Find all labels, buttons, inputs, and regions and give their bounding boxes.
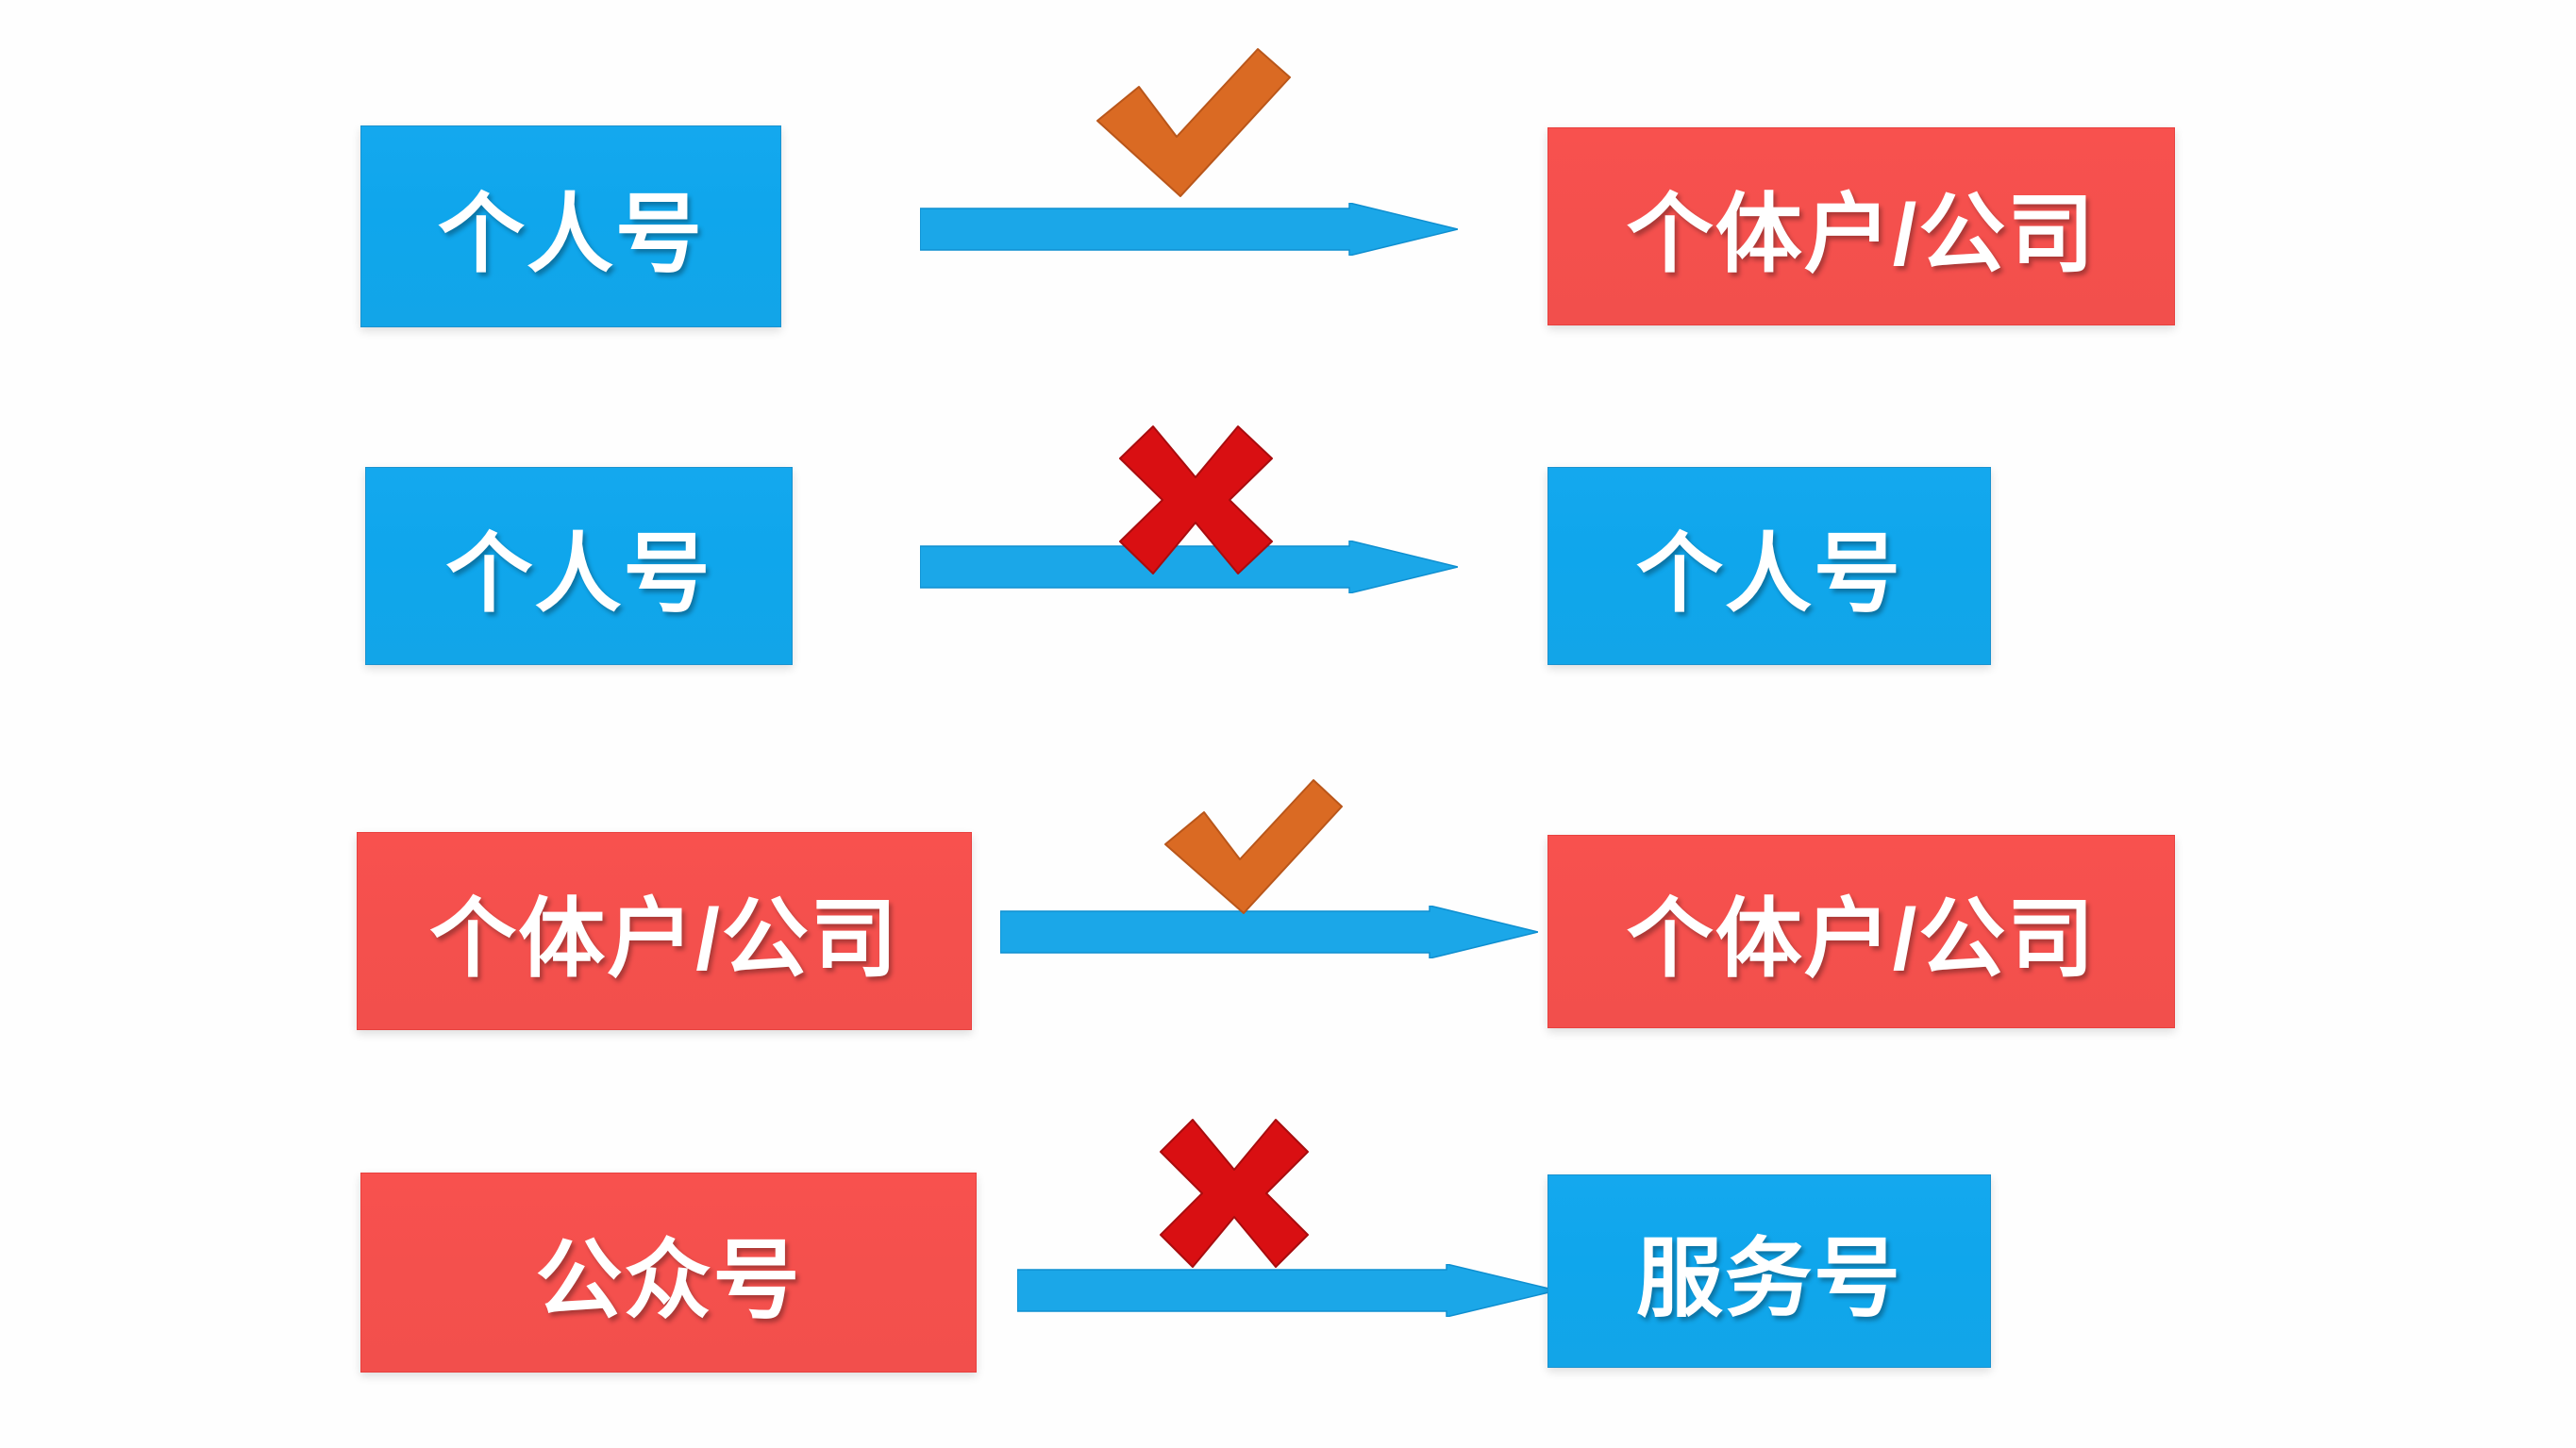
row-4-source-box[interactable]: 公众号 — [360, 1173, 977, 1373]
right-arrow-icon — [999, 905, 1539, 959]
row-3-target-label: 个体户/公司 — [1626, 891, 2097, 988]
row-4-arrow — [1016, 1263, 1558, 1318]
check-mark-icon — [1096, 48, 1291, 197]
right-arrow-icon — [919, 202, 1459, 257]
row-2-cross-mark — [1118, 424, 1274, 575]
row-2-target-box[interactable]: 个人号 — [1547, 467, 1991, 665]
row-3-arrow — [999, 905, 1539, 959]
row-1-source-label: 个人号 — [437, 186, 704, 283]
check-mark-icon — [1164, 779, 1343, 914]
row-3-check-mark — [1161, 778, 1345, 915]
row-2-source-label: 个人号 — [445, 525, 712, 623]
row-4-cross-mark — [1159, 1118, 1310, 1269]
cross-mark-icon — [1160, 1119, 1309, 1268]
right-arrow-icon — [919, 540, 1459, 594]
row-1-check-mark — [1090, 47, 1293, 198]
row-2-target-label: 个人号 — [1635, 525, 1902, 623]
row-3-source-box[interactable]: 个体户/公司 — [357, 832, 972, 1030]
cross-mark-icon — [1119, 425, 1273, 574]
row-4-target-label: 服务号 — [1635, 1231, 1902, 1327]
row-2-arrow — [919, 540, 1459, 594]
row-4-source-label: 公众号 — [535, 1232, 802, 1329]
row-3-source-label: 个体户/公司 — [429, 890, 899, 988]
row-1-arrow — [919, 202, 1459, 257]
row-1-source-box[interactable]: 个人号 — [360, 125, 781, 327]
right-arrow-icon — [1016, 1263, 1558, 1318]
row-1-target-box[interactable]: 个体户/公司 — [1547, 127, 2175, 325]
row-3-target-box[interactable]: 个体户/公司 — [1547, 835, 2175, 1028]
row-4-target-box[interactable]: 服务号 — [1547, 1174, 1991, 1368]
row-2-source-box[interactable]: 个人号 — [365, 467, 793, 665]
row-1-target-label: 个体户/公司 — [1626, 186, 2097, 283]
